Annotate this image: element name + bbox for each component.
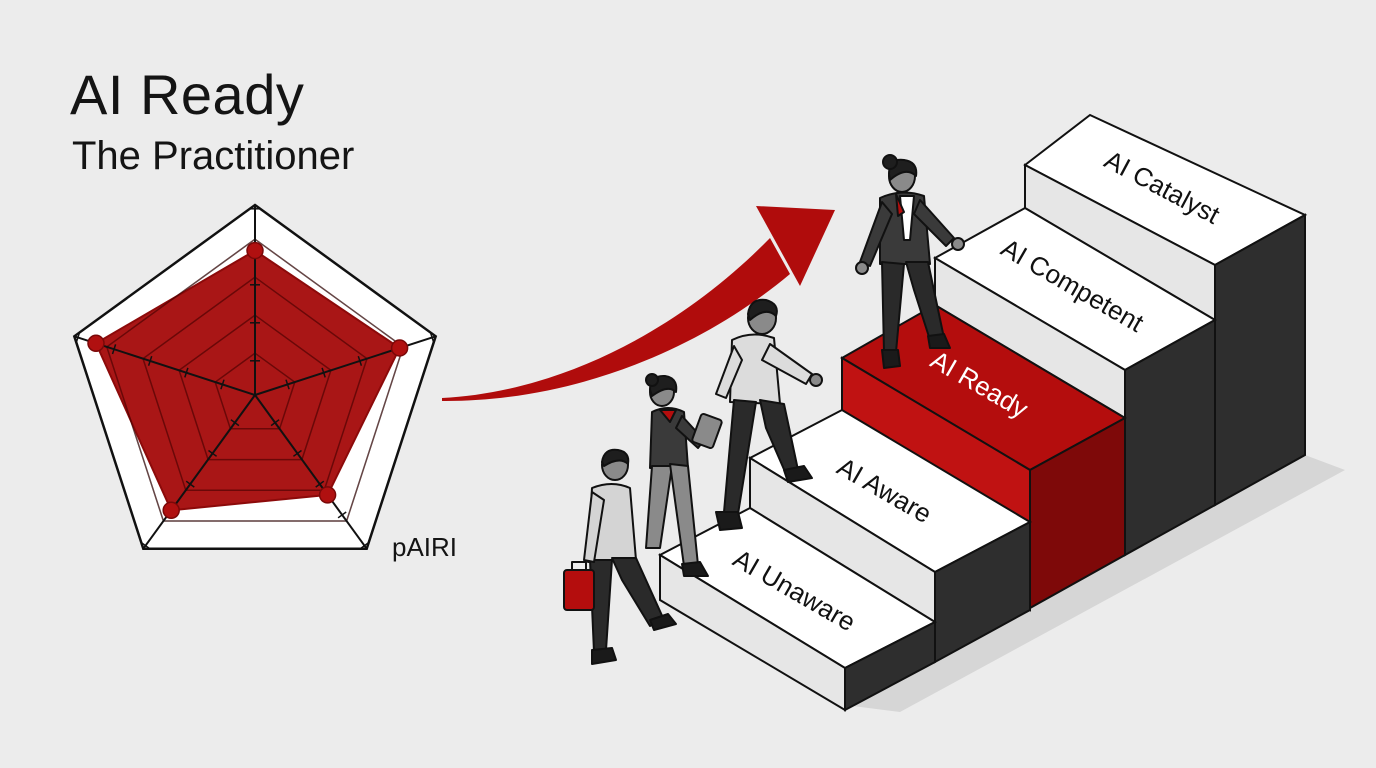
arrow-body [442, 238, 790, 402]
person-1-shoe-right [649, 613, 677, 631]
radar-axis [254, 394, 368, 550]
person-at-ai-ready [855, 154, 965, 369]
radar-points [87, 241, 409, 520]
radar-tick [292, 449, 302, 457]
radar-tick [75, 332, 81, 343]
radar-tick [147, 355, 153, 366]
radar-inner-rings [105, 238, 405, 522]
person-climbing [715, 298, 823, 531]
person-2-bun [645, 373, 659, 387]
person-3-fist [809, 373, 823, 387]
tablet-icon [691, 412, 723, 450]
radar-tick [230, 419, 240, 427]
radar-point [162, 501, 180, 520]
floor-shadow [845, 455, 1345, 712]
person-1-hair [601, 448, 630, 467]
person-4-shirt [899, 195, 915, 241]
briefcase-icon [563, 569, 595, 611]
radar-tick [429, 332, 435, 343]
radar-tick [359, 542, 369, 550]
radar-tick [270, 419, 280, 427]
radar-point [390, 339, 409, 357]
radar-tick [220, 379, 225, 390]
page-subtitle: The Practitioner [72, 134, 355, 178]
radar-tick [321, 367, 326, 378]
person-4-hand-back [855, 261, 869, 275]
person-4-arm-front [913, 199, 955, 247]
radar-tick [357, 355, 363, 366]
step-ai-catalyst-side [1214, 213, 1306, 507]
person-2-shoe-right [681, 561, 709, 577]
radar-tick [141, 542, 151, 550]
radar-ring-overlay [142, 276, 368, 492]
radar-tick [285, 379, 290, 390]
page-title: AI Ready [70, 63, 305, 126]
radar-axis [142, 394, 256, 550]
person-1-leg-right [611, 557, 665, 627]
person-2-leg-left [645, 465, 673, 549]
radar-tick [184, 367, 189, 378]
arrow-head [756, 206, 835, 286]
radar-label: pAIRI [392, 532, 458, 562]
person-3-hair [747, 298, 778, 321]
person-3-shoe-front [783, 465, 813, 483]
person-4-shoe-back [881, 349, 901, 369]
radar-tick [185, 480, 195, 488]
person-2-scarf [659, 409, 677, 423]
radar-tick [337, 511, 347, 519]
radar-point [318, 486, 337, 504]
person-1-arm [583, 491, 605, 563]
person-with-briefcase [563, 448, 677, 665]
radar-point [87, 334, 105, 353]
person-4-shoe-front [927, 333, 951, 349]
radar-ring-overlay [105, 238, 405, 522]
person-4-collar [895, 193, 905, 217]
person-with-tablet [645, 373, 723, 577]
person-4-bun [882, 154, 898, 170]
radar-tick [111, 344, 117, 355]
radar-point [246, 241, 264, 260]
person-4-arm-back [859, 201, 893, 267]
briefcase-handle [571, 561, 587, 570]
person-1-shoe-left [591, 647, 617, 665]
step-ai-unaware: AI Unaware [657, 506, 938, 712]
growth-arrow [442, 206, 835, 402]
radar-ring-overlay [178, 314, 332, 461]
step-ai-unaware-side [844, 620, 936, 712]
radar-axis [73, 335, 256, 396]
radar-tick [208, 449, 218, 457]
person-3-arm-back [715, 345, 743, 399]
radar-tick [315, 480, 325, 488]
person-3-shoe-back [715, 511, 743, 531]
person-4-hand-front [951, 237, 965, 251]
step-ai-aware: AI Aware [747, 408, 1033, 664]
person-3-arm-front [761, 343, 813, 385]
radar-ring-overlay [214, 352, 296, 430]
